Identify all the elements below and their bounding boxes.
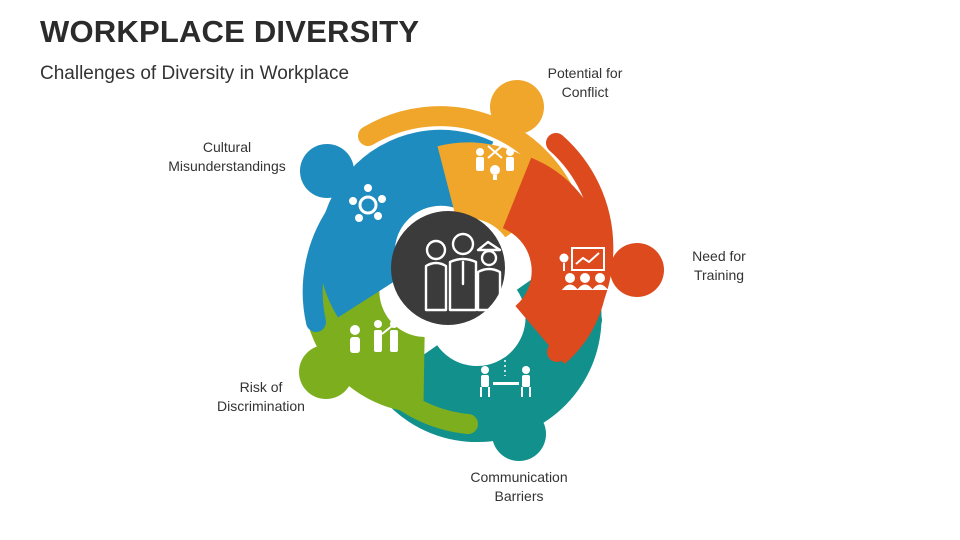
conflict-icon (476, 145, 514, 180)
page-subtitle: Challenges of Diversity in Workplace (40, 63, 350, 84)
page-title: WORKPLACE DIVERSITY (40, 14, 420, 49)
label-cultural-misunderstandings: Cultural Misunderstandings (168, 139, 286, 174)
discrimination-icon (350, 320, 398, 353)
training-icon (559, 247, 609, 290)
label-risk-of-discrimination: Risk of Discrimination (217, 379, 305, 414)
diverse-people-icon (424, 232, 502, 312)
teamwork-icon (349, 184, 386, 222)
label-need-for-training: Need for Training (692, 248, 746, 283)
label-potential-for-conflict: Potential for Conflict (547, 65, 623, 100)
communication-icon (480, 350, 531, 397)
label-communication-barriers: Communication Barriers (470, 469, 568, 504)
